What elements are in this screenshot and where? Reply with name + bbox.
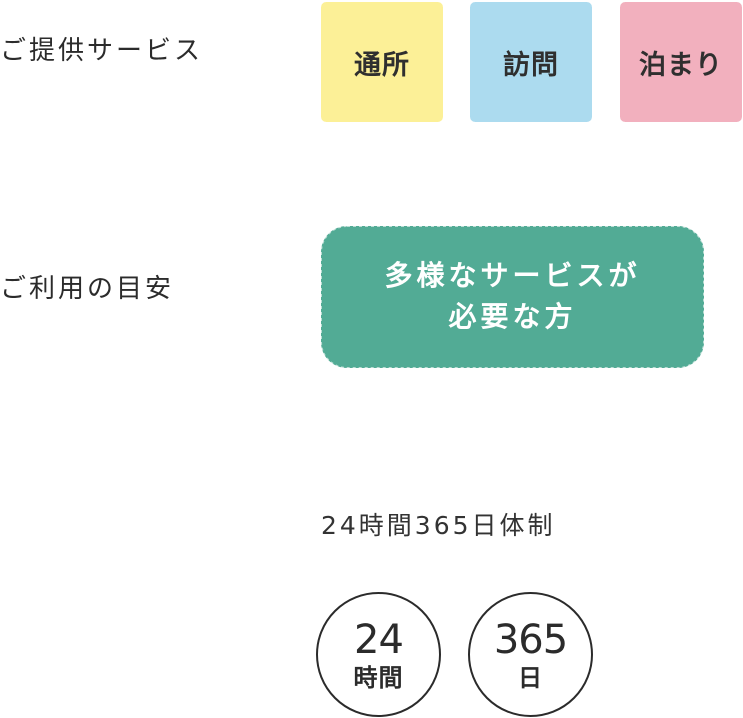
badge-365-days: 365 日 (468, 592, 593, 717)
service-tile-visit: 訪問 (468, 0, 594, 124)
service-tile-stay: 泊まり (618, 0, 743, 124)
service-tile-label: 泊まり (639, 49, 723, 81)
service-tile-label: 訪問 (503, 49, 559, 81)
badge-24-hours: 24 時間 (316, 592, 441, 717)
service-tile-day: 通所 (319, 0, 445, 124)
badge-number: 365 (493, 616, 568, 663)
system-text: 24時間365日体制 (321, 511, 556, 540)
services-label: ご提供サービス (0, 36, 204, 66)
target-line-1: 多様なサービスが (384, 259, 641, 293)
target-box: 多様なサービスが 必要な方 (319, 224, 706, 370)
service-tile-label: 通所 (354, 49, 410, 81)
badge-number: 24 (354, 616, 404, 663)
target-line-2: 必要な方 (448, 300, 577, 333)
target-label: ご利用の目安 (0, 274, 175, 304)
badge-unit: 日 (518, 663, 543, 692)
badge-unit: 時間 (353, 663, 404, 692)
